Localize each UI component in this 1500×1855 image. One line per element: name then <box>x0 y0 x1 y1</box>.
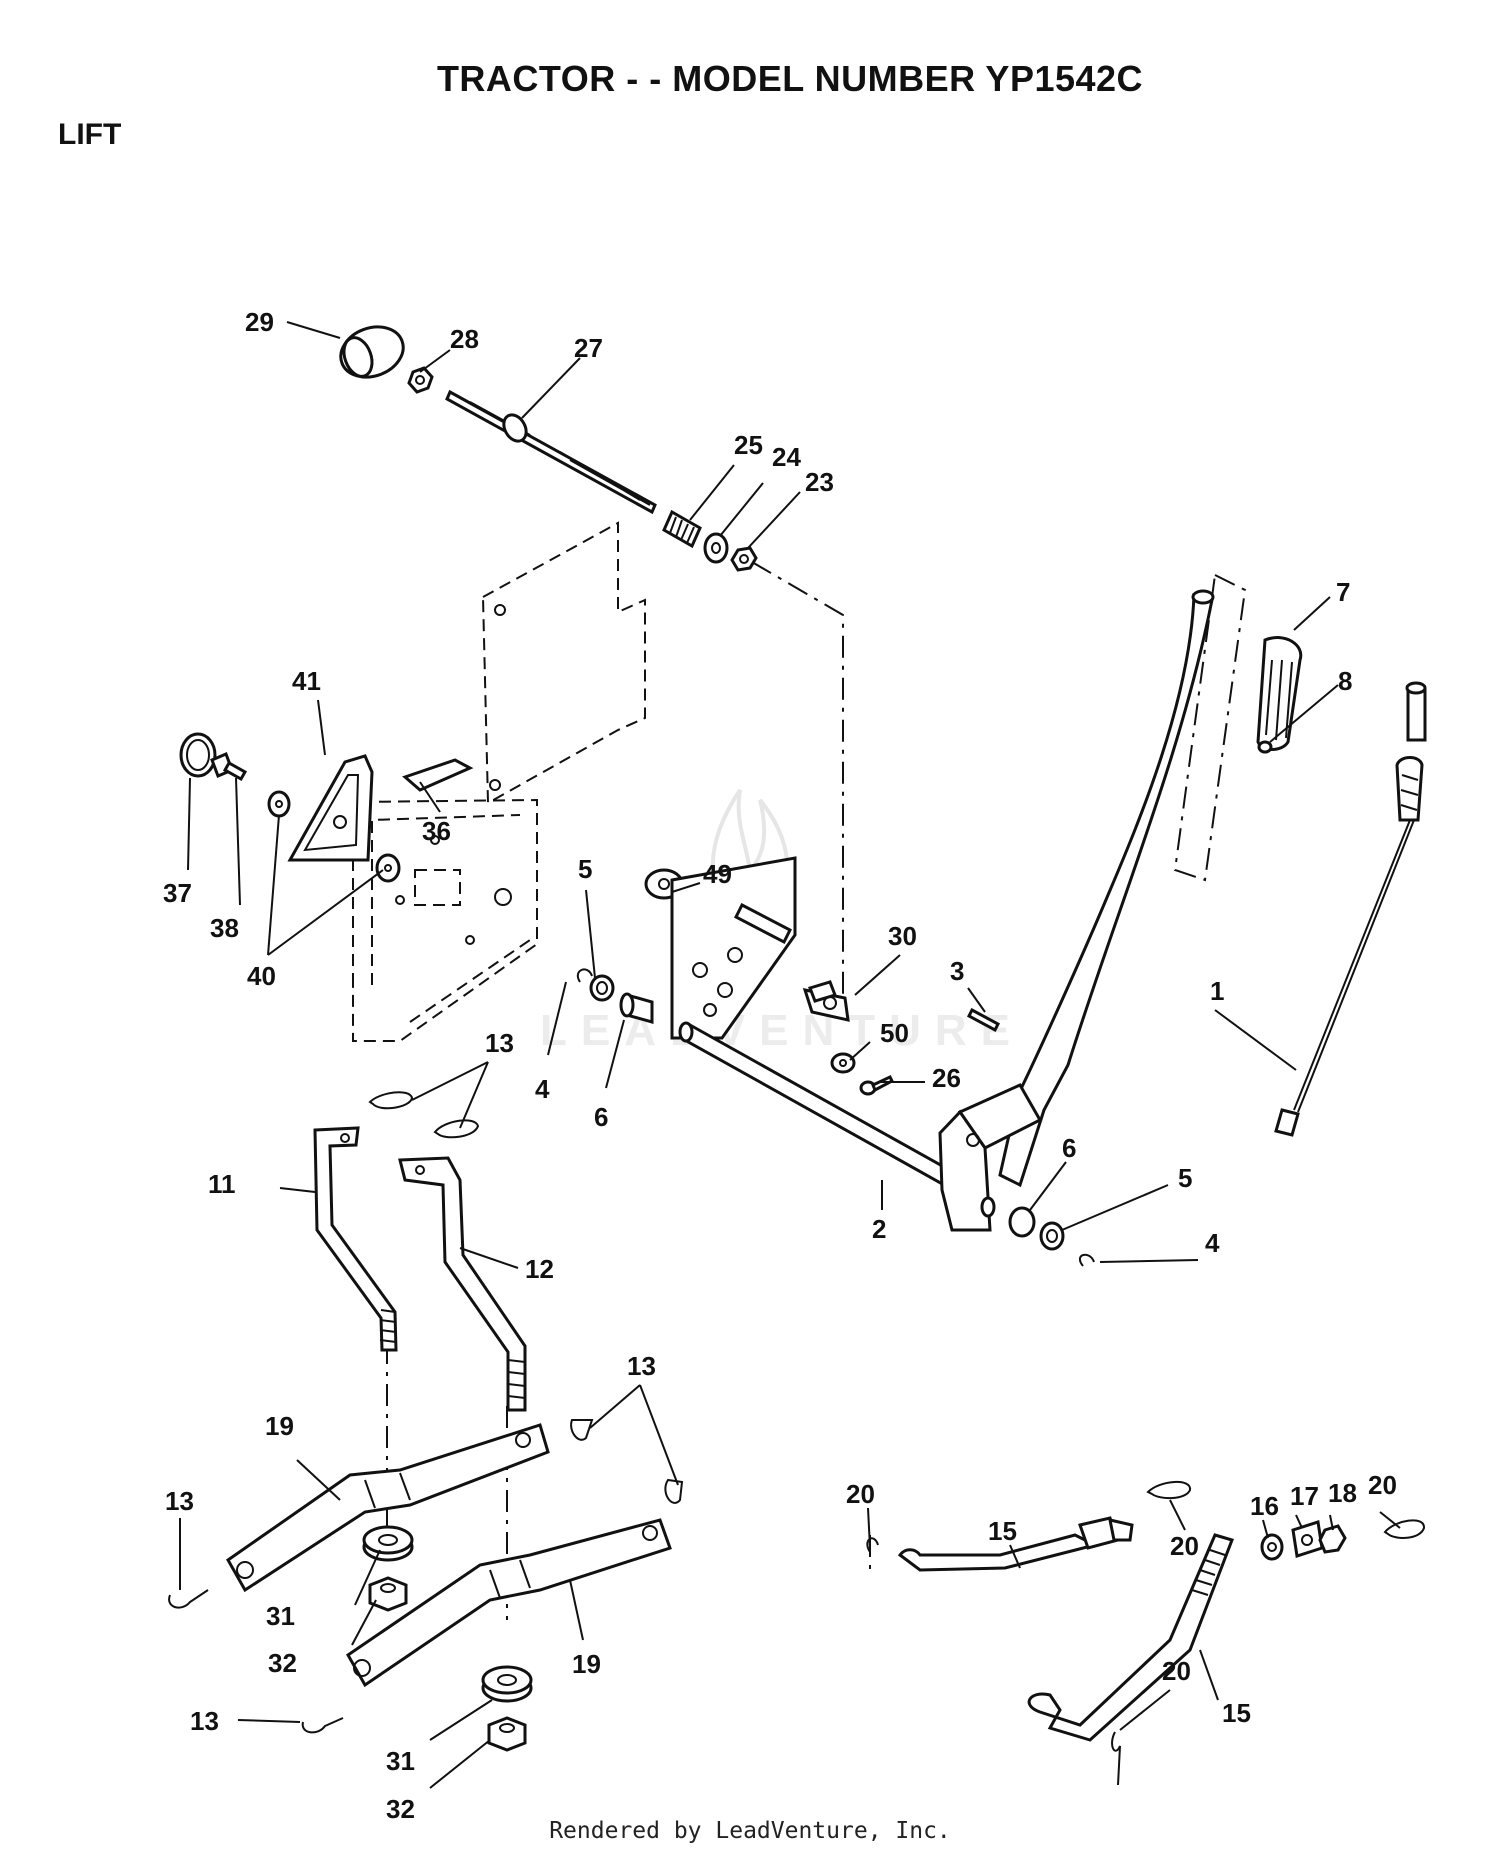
callout-4b: 4 <box>1205 1228 1220 1258</box>
part-40-washer-a <box>267 790 291 818</box>
callout-11: 11 <box>208 1169 236 1199</box>
callout-labels: 29 28 27 25 24 23 7 8 41 36 37 38 40 5 4… <box>163 307 1397 1824</box>
part-5-washer-right <box>1039 1221 1065 1251</box>
part-13-hairpin-upper <box>368 1091 480 1139</box>
part-31-bushing-upper <box>362 1525 414 1562</box>
callout-40: 40 <box>247 961 276 991</box>
callout-8: 8 <box>1338 666 1352 696</box>
part-25-spring <box>662 509 702 549</box>
callout-27: 27 <box>574 333 603 363</box>
part-4-ring-left <box>576 968 593 983</box>
frame-panel <box>352 521 646 1042</box>
callout-13c: 13 <box>165 1486 194 1516</box>
callout-4a: 4 <box>535 1074 550 1104</box>
watermark-text: LEADVENTURE <box>540 1006 1024 1055</box>
part-50-lockwasher <box>830 1052 856 1074</box>
footer-credit: Rendered by LeadVenture, Inc. <box>549 1818 951 1844</box>
callout-30: 30 <box>888 921 917 951</box>
part-6-bushing-right <box>980 1196 1036 1238</box>
callout-13d: 13 <box>190 1706 219 1736</box>
callout-3: 3 <box>950 956 964 986</box>
part-3-pin <box>967 1007 1000 1033</box>
part-19-lift-arm-lower <box>346 1518 672 1688</box>
callout-20c: 20 <box>1368 1470 1397 1500</box>
callout-28: 28 <box>450 324 479 354</box>
callout-26: 26 <box>932 1063 961 1093</box>
callout-19b: 19 <box>572 1649 601 1679</box>
part-13-hairpin-lower <box>168 1419 684 1734</box>
lift-lever <box>938 589 1215 1232</box>
part-1-control-rod <box>1274 681 1427 1137</box>
callout-15b: 15 <box>1222 1698 1251 1728</box>
part-11-lift-link <box>313 1126 398 1352</box>
part-15-deck-rod-upper <box>897 1516 1134 1572</box>
section-title: LIFT <box>58 118 122 151</box>
callout-7: 7 <box>1336 577 1350 607</box>
part-12-lift-link <box>398 1156 527 1412</box>
callout-31b: 31 <box>386 1746 415 1776</box>
callout-12: 12 <box>525 1254 554 1284</box>
part-7-grip <box>1256 636 1303 751</box>
callout-37: 37 <box>163 878 192 908</box>
page-title: TRACTOR - - MODEL NUMBER YP1542C <box>436 58 1144 99</box>
callout-1: 1 <box>1210 976 1224 1006</box>
callout-13b: 13 <box>627 1351 656 1381</box>
callout-6a: 6 <box>594 1102 608 1132</box>
part-32-nut-lower <box>487 1716 527 1752</box>
callout-15a: 15 <box>988 1516 1017 1546</box>
part-37-ring <box>179 732 217 778</box>
callout-41: 41 <box>292 666 321 696</box>
callout-29: 29 <box>245 307 274 337</box>
part-32-nut-upper <box>368 1576 408 1612</box>
callout-31a: 31 <box>266 1601 295 1631</box>
part-5-washer-left <box>589 974 615 1002</box>
callout-13a: 13 <box>485 1028 514 1058</box>
part-27-threaded-rod <box>445 389 657 515</box>
part-41-bracket <box>287 754 374 862</box>
part-26-cotter-pin <box>859 1075 894 1096</box>
callout-38: 38 <box>210 913 239 943</box>
part-18-nut <box>1318 1524 1347 1554</box>
part-40-washer-b <box>375 853 401 883</box>
callout-16: 16 <box>1250 1491 1279 1521</box>
leader-lines <box>179 321 1401 1789</box>
part-17-trunnion <box>1291 1520 1324 1558</box>
callout-5b: 5 <box>1178 1163 1192 1193</box>
watermark: LEADVENTURE <box>540 788 1024 1055</box>
callout-23: 23 <box>805 467 834 497</box>
callout-49: 49 <box>703 859 732 889</box>
callout-17: 17 <box>1290 1481 1319 1511</box>
part-38-bolt <box>210 752 248 782</box>
callout-25: 25 <box>734 430 763 460</box>
part-24-washer <box>703 532 729 564</box>
callout-6b: 6 <box>1062 1133 1076 1163</box>
part-29-knob <box>339 325 405 379</box>
callout-20b: 20 <box>1170 1531 1199 1561</box>
part-15-deck-rod-lower <box>1027 1533 1234 1742</box>
callout-20d: 20 <box>1162 1656 1191 1686</box>
part-4-ring-right <box>1078 1253 1095 1267</box>
callout-32b: 32 <box>386 1794 415 1824</box>
callout-20a: 20 <box>846 1479 875 1509</box>
lift-plate <box>670 856 797 1040</box>
callout-18: 18 <box>1328 1478 1357 1508</box>
part-6-bushing-left <box>619 992 654 1024</box>
part-16-washer <box>1260 1533 1284 1561</box>
part-19-lift-arm-upper <box>226 1423 550 1593</box>
callout-5a: 5 <box>578 854 592 884</box>
callout-32a: 32 <box>268 1648 297 1678</box>
part-36-clip <box>402 758 474 792</box>
part-23-nut <box>730 546 758 572</box>
part-31-bushing-lower <box>481 1665 533 1703</box>
callout-50: 50 <box>880 1018 909 1048</box>
callout-24: 24 <box>772 442 801 472</box>
part-30-ferrule <box>802 980 850 1022</box>
callout-2: 2 <box>872 1214 886 1244</box>
callout-19a: 19 <box>265 1411 294 1441</box>
part-8-ring <box>1257 740 1273 754</box>
callout-36: 36 <box>422 816 451 846</box>
